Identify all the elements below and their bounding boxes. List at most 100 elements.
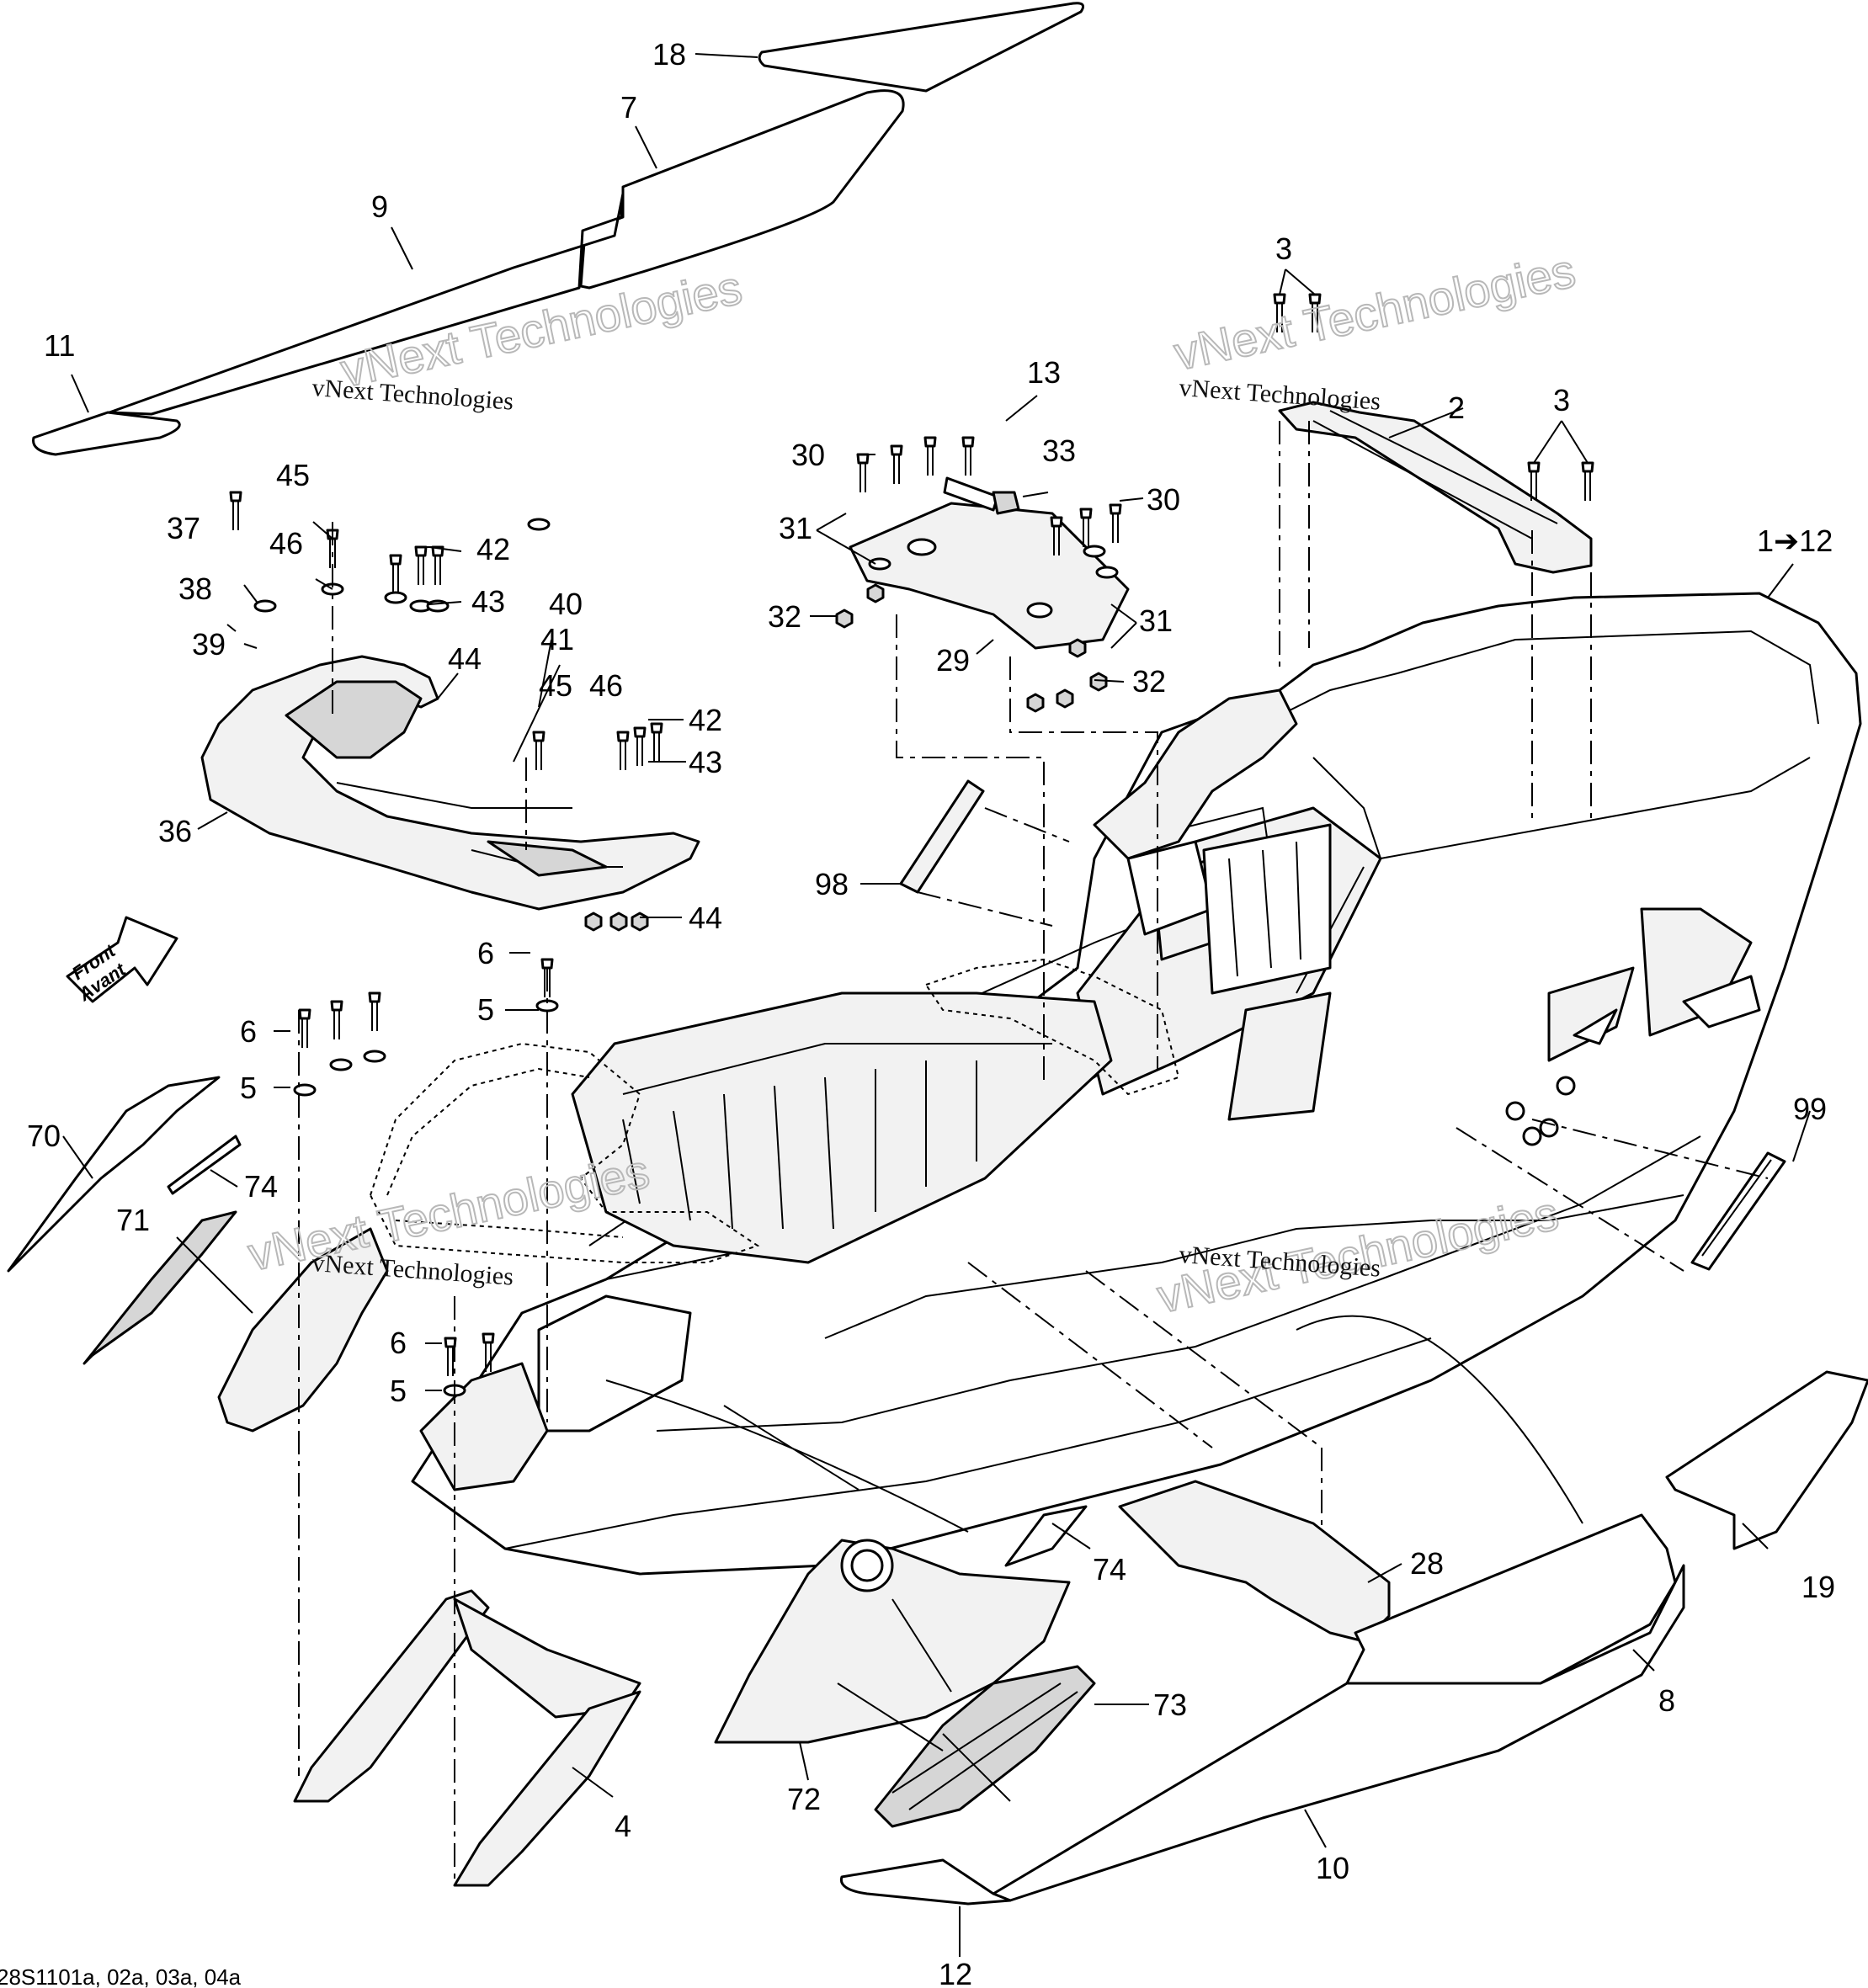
callout-41: 41: [540, 622, 574, 656]
callout-13: 13: [1027, 355, 1061, 390]
callout-8: 8: [1658, 1683, 1675, 1718]
nut-icon: [1026, 693, 1045, 713]
bolt-icon: [616, 731, 630, 770]
mat-71[interactable]: [82, 1210, 237, 1365]
seat-pad-9[interactable]: [108, 192, 625, 416]
bolt-icon: [650, 722, 663, 762]
front-direction-badge: Front Avant: [66, 916, 178, 1006]
callout-11: 11: [44, 328, 75, 363]
bolt-icon: [923, 436, 937, 476]
callout-39: 39: [192, 627, 226, 662]
nut-icon: [1068, 638, 1087, 658]
callout-19: 19: [1801, 1570, 1835, 1604]
strip-74-left[interactable]: [167, 1135, 242, 1195]
footrest-70[interactable]: [7, 1076, 221, 1273]
bolt-icon: [1079, 508, 1093, 547]
grab-handle-36[interactable]: [200, 655, 700, 911]
seat-pad-18[interactable]: [758, 2, 1084, 93]
washer-icon: [253, 599, 277, 613]
bolt-icon: [414, 545, 428, 585]
callout-18: 18: [652, 37, 686, 72]
side-pad-8[interactable]: [1345, 1513, 1677, 1685]
callout-45-top: 45: [276, 458, 310, 492]
mat-73[interactable]: [874, 1665, 1096, 1828]
washer-icon: [1083, 545, 1106, 558]
callout-44-top: 44: [448, 641, 482, 676]
callout-72: 72: [787, 1782, 821, 1816]
watermark-top-left-small: vNext Technologies: [311, 374, 515, 416]
bracket-33[interactable]: [943, 476, 1020, 515]
callout-99: 99: [1793, 1092, 1827, 1126]
side-pad-10[interactable]: [992, 1564, 1685, 1902]
washer-icon: [363, 1050, 386, 1063]
side-pad-12[interactable]: [839, 1858, 1012, 1906]
callout-12: 12: [939, 1957, 972, 1988]
reboarding-step-72[interactable]: [714, 1539, 1071, 1744]
callout-10: 10: [1316, 1851, 1349, 1885]
fasteners: [229, 293, 1594, 1397]
callout-3-top: 3: [1275, 231, 1292, 266]
mounting-plate-29[interactable]: [849, 502, 1130, 650]
callout-5-b: 5: [240, 1071, 257, 1105]
support-brace-2[interactable]: [1278, 401, 1593, 574]
nut-icon: [584, 912, 603, 932]
front-bumper-left[interactable]: [217, 1227, 389, 1433]
callout-31-left: 31: [779, 511, 812, 545]
bolt-icon: [389, 554, 402, 593]
callout-46-top: 46: [269, 526, 303, 561]
bolt-icon: [482, 1332, 495, 1372]
seat-pad-11[interactable]: [32, 411, 181, 456]
callout-70: 70: [27, 1119, 61, 1153]
callout-74-left: 74: [244, 1169, 278, 1204]
callout-44-mid: 44: [689, 901, 722, 935]
step-frame-4[interactable]: [293, 1589, 641, 1887]
figure-reference-code: 28S1101a, 02a, 03a, 04a: [0, 1964, 242, 1988]
side-pad-19[interactable]: [1665, 1370, 1868, 1550]
clip-98[interactable]: [899, 779, 985, 894]
callout-1-to-12: 1➔12: [1757, 524, 1833, 558]
nut-icon: [609, 912, 628, 932]
washer-icon: [293, 1083, 317, 1097]
bolt-icon: [856, 453, 870, 492]
callout-33: 33: [1042, 433, 1076, 468]
hull-body[interactable]: [411, 592, 1862, 1576]
bolt-icon: [540, 958, 554, 997]
callout-9: 9: [371, 189, 388, 224]
callout-6-b: 6: [240, 1014, 257, 1049]
callout-labels: 18 7 9 11 3 2 3 1➔12 13 30 33 30 31 32 3…: [27, 37, 1835, 1988]
callout-98: 98: [815, 867, 849, 901]
callout-42-top: 42: [476, 532, 510, 566]
bolt-icon: [1527, 461, 1541, 501]
nut-icon: [631, 912, 649, 932]
washer-icon: [868, 557, 891, 571]
callout-71: 71: [116, 1203, 150, 1237]
callout-6-c: 6: [390, 1326, 407, 1360]
bolt-icon: [1273, 293, 1286, 332]
washer-icon: [527, 518, 551, 531]
callout-32-left: 32: [768, 599, 801, 634]
bolt-icon: [431, 545, 444, 585]
callout-37: 37: [167, 511, 200, 545]
bolt-icon: [330, 1000, 343, 1039]
callout-2: 2: [1448, 391, 1465, 425]
trim-99[interactable]: [1690, 1151, 1786, 1271]
callout-30-left: 30: [791, 438, 825, 472]
callout-5-c: 5: [390, 1374, 407, 1408]
callout-6-a: 6: [477, 936, 494, 970]
callout-5-a: 5: [477, 992, 494, 1027]
plate-28[interactable]: [1118, 1480, 1391, 1643]
bolt-icon: [1308, 293, 1322, 332]
seat-pad-7[interactable]: [579, 89, 905, 290]
bolt-icon: [532, 731, 545, 770]
bolt-icon: [961, 436, 975, 476]
callout-45-mid: 45: [539, 668, 572, 703]
callout-3-right: 3: [1553, 383, 1570, 417]
callout-30-right: 30: [1147, 482, 1180, 517]
nut-icon: [866, 583, 885, 603]
bolt-icon: [1581, 461, 1594, 501]
washer-icon: [1095, 566, 1119, 579]
strip-74-center[interactable]: [1004, 1505, 1088, 1567]
callout-74-center: 74: [1093, 1552, 1126, 1587]
callout-28: 28: [1410, 1546, 1444, 1581]
